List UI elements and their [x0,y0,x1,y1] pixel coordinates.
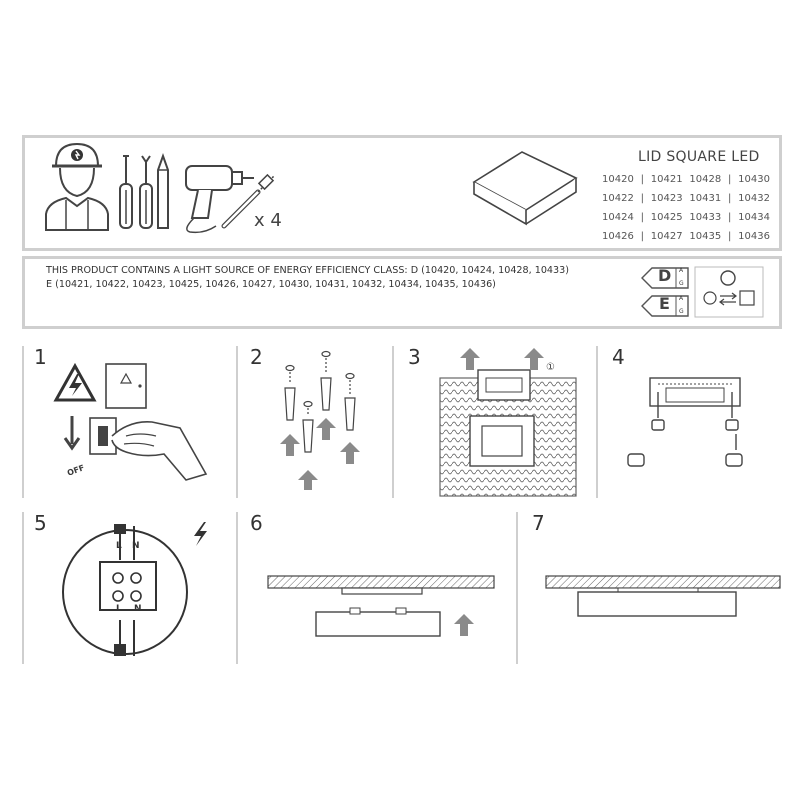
step-number-7: 7 [532,511,545,535]
lamp-mounted-icon [545,575,781,617]
product-code-row: 10424| 10425 10433| 10434 [602,212,770,223]
screw-anchor-icon [221,173,275,229]
live-label-top: L [116,541,122,551]
divider [22,512,24,664]
product-code-table: 10420| 10421 10428| 10430 10422| 10423 1… [602,170,770,246]
energy-scale-bottom: G [679,280,684,287]
bracket-screw-icon [627,377,743,467]
live-label-bottom: L [116,604,122,614]
step3-marker: ① [546,362,555,373]
product-code-row: 10426| 10427 10435| 10436 [602,231,770,242]
divider [516,512,518,664]
ceiling-bracket-mount-icon [439,348,577,497]
screwdriver-flat-icon [119,155,133,229]
switch-off-icon [63,416,208,481]
drill-icon [185,165,254,234]
pencil-icon [157,153,169,229]
replaceable-light-source-icon [694,266,764,318]
neutral-label-bottom: N [134,604,142,614]
divider [22,346,24,498]
energy-class-e-icon [641,295,689,317]
screw-quantity: x 4 [254,210,282,231]
screwdriver-phillips-icon [139,155,153,229]
lightning-icon [194,522,207,546]
energy-notice-line1: THIS PRODUCT CONTAINS A LIGHT SOURCE OF … [46,265,569,276]
electric-hazard-icon [53,362,97,402]
divider [236,346,238,498]
product-lamp-icon [472,151,578,226]
divider [392,346,394,498]
step-number-2: 2 [250,345,263,369]
energy-class-d: D [658,266,672,285]
divider [236,512,238,664]
fuse-box-icon [105,363,147,409]
energy-scale-bottom: G [679,308,684,315]
step-number-3: 3 [408,345,421,369]
energy-class-e: E [659,294,670,313]
energy-class-d-icon [641,267,689,289]
step-number-4: 4 [612,345,625,369]
divider [596,346,598,498]
energy-notice: THIS PRODUCT CONTAINS A LIGHT SOURCE OF … [46,264,616,292]
lamp-attach-icon [267,575,495,637]
product-code-row: 10422| 10423 10431| 10432 [602,193,770,204]
terminal-block-wiring-icon [62,524,188,656]
energy-notice-line2: E (10421, 10422, 10423, 10425, 10426, 10… [46,279,496,290]
electrician-icon [45,142,109,231]
step-number-1: 1 [34,345,47,369]
neutral-label-top: N [132,541,140,551]
product-code-row: 10420| 10421 10428| 10430 [602,174,770,185]
step-number-5: 5 [34,511,47,535]
wall-plug-insertion-icon [280,350,360,490]
product-title: LID SQUARE LED [638,149,760,165]
energy-scale-top: A [679,295,684,302]
energy-scale-top: A [679,267,684,274]
step-number-6: 6 [250,511,263,535]
